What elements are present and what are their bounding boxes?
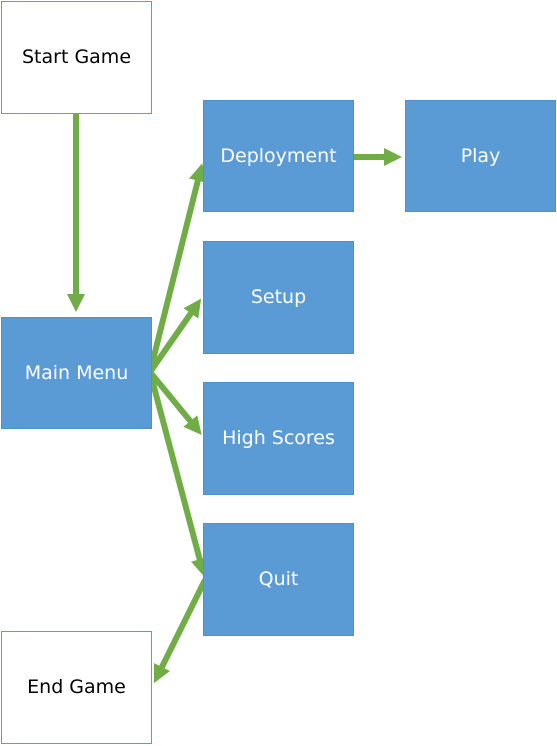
arrow-main-menu-to-deployment [147,163,207,373]
start-game-label: Start Game [21,46,132,68]
deployment-label: Deployment [220,144,337,167]
high-scores-node: High Scores [203,382,354,495]
setup-label: Setup [250,286,307,308]
end-game-node: End Game [1,631,152,744]
start-game-node: Start Game [1,1,152,114]
main-menu-node: Main Menu [1,317,152,429]
setup-node: Setup [203,241,354,354]
main-menu-label: Main Menu [24,361,129,384]
quit-label: Quit [258,568,299,590]
high-scores-label: High Scores [222,427,335,449]
play-node: Play [405,100,556,212]
arrow-main-menu-to-high-scores [147,370,202,435]
deployment-node: Deployment [203,100,354,212]
arrow-quit-to-end-game [153,578,208,684]
quit-node: Quit [203,523,354,636]
arrow-main-menu-to-quit [147,371,209,577]
arrow-main-menu-to-setup [147,298,202,374]
end-game-label: End Game [27,676,126,698]
play-label: Play [460,144,501,167]
